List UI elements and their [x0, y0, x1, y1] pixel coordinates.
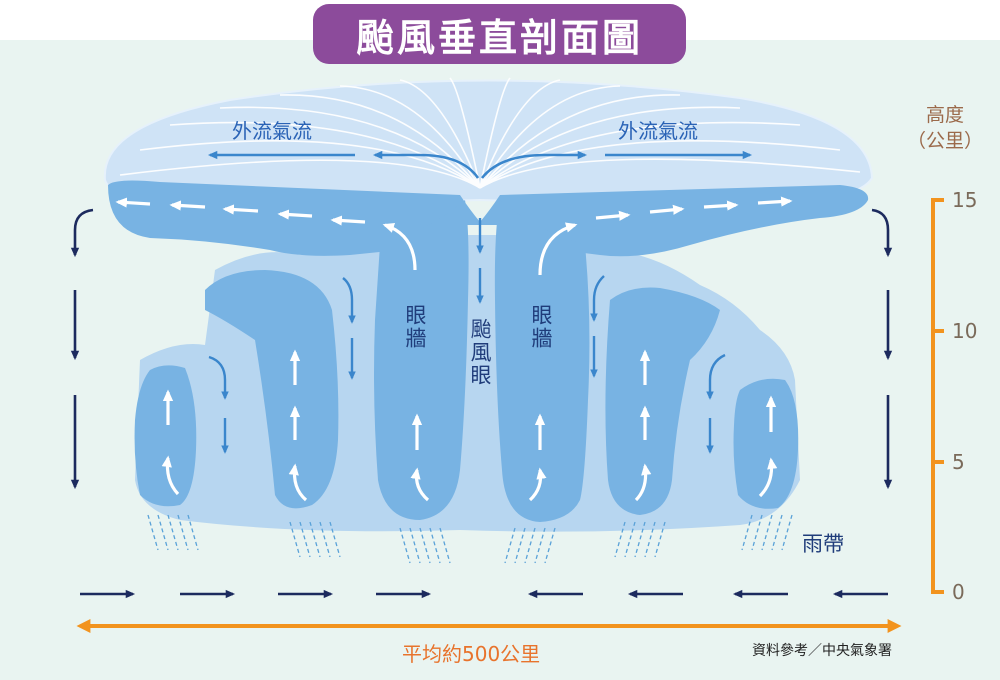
axis-title-line1: 高度: [925, 104, 964, 126]
rainband-tower-left-2: [205, 270, 339, 509]
distance-label: 平均約500公里: [402, 642, 541, 666]
source-credit: 資料參考／中央氣象署: [752, 643, 892, 659]
rainband-tower-right-2: [605, 287, 720, 515]
rainband-tower-right-1: [733, 378, 799, 509]
eyewall-right-tower: [494, 200, 590, 522]
eye-label: 颱風眼: [468, 318, 492, 387]
eyewall-left-tower: [374, 200, 469, 520]
outflow-band: [108, 180, 869, 257]
outflow-label-right: 外流氣流: [618, 119, 698, 143]
diagram-title: 颱風垂直剖面圖: [313, 4, 686, 64]
outer-sinking-arrows: [70, 208, 893, 490]
tick-label-10: 10: [952, 319, 978, 343]
downdraft-arrows: [208, 275, 726, 454]
tick-label-5: 5: [952, 450, 965, 474]
canopy-outflow-arrows: [207, 150, 753, 179]
rain-streaks: [147, 514, 793, 564]
axis-title: 高度 （公里）: [900, 102, 990, 154]
eyewall-label-left: 眼牆: [403, 304, 427, 350]
height-axis: [931, 198, 944, 594]
canopy-streaks: [119, 77, 861, 189]
updraft-arrows: [161, 349, 778, 502]
axis-title-line2: （公里）: [906, 130, 983, 152]
outflow-label-left: 外流氣流: [232, 119, 312, 143]
rainband-tower-left-1: [134, 365, 197, 507]
rainband-label: 雨帶: [802, 532, 844, 556]
eyewall-curl-arrows: [382, 222, 578, 276]
tick-label-15: 15: [952, 188, 978, 212]
outflow-band-arrows: [115, 196, 793, 226]
eyewall-label-right: 眼牆: [529, 304, 553, 350]
tick-label-0: 0: [952, 580, 965, 604]
